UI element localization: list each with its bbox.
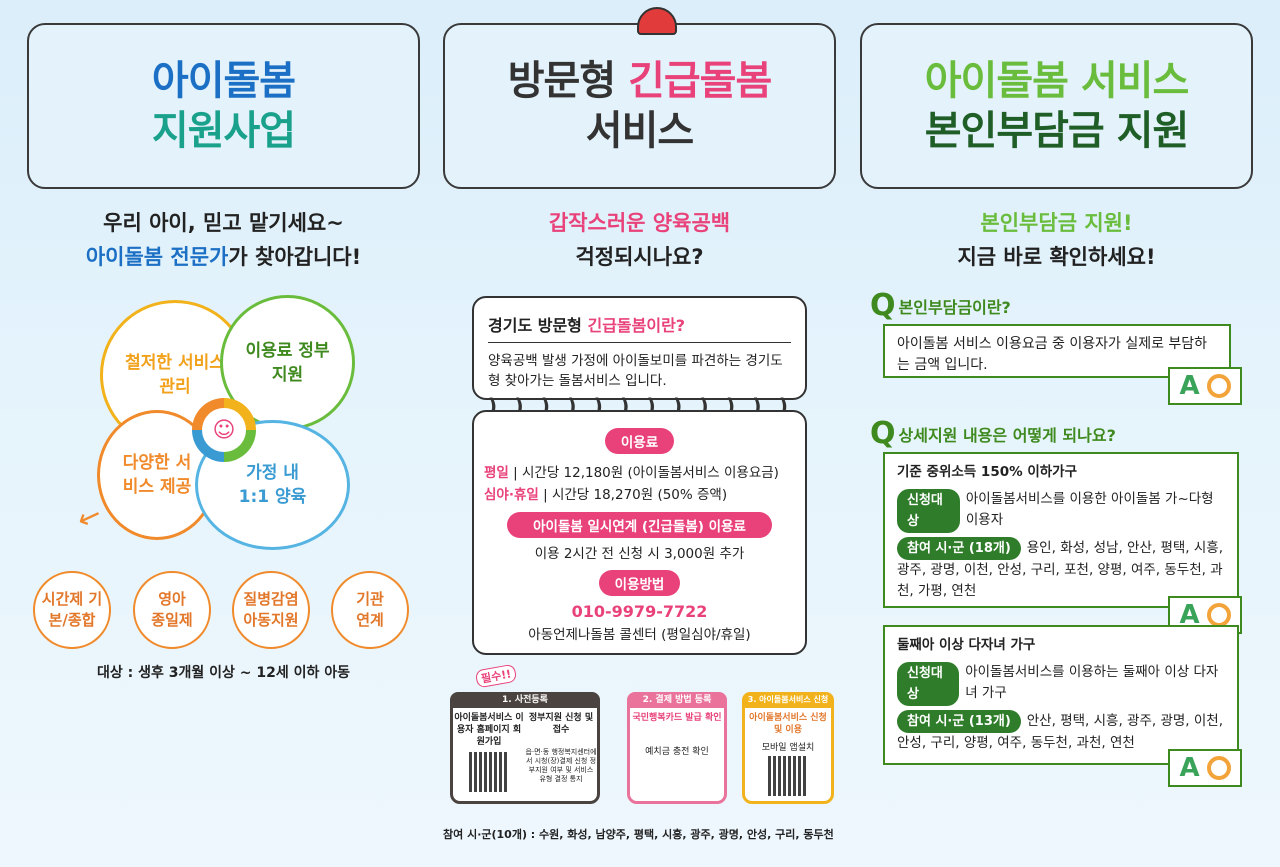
step-2-card: 2. 결제 방법 등록 국민행복카드 발급 확인 예치금 충전 확인	[627, 692, 727, 804]
answer-tag: A	[1168, 749, 1242, 787]
service-hourly: 시간제 기본/종합	[33, 571, 111, 649]
header-box-copayment: 아이돌봄 서비스 본인부담금 지원	[860, 23, 1253, 189]
arrow-down-icon: ↙	[73, 496, 107, 537]
intro-description: 양육공백 발생 가정에 아이돌보미를 파견하는 경기도형 찾아가는 돌봄서비스 …	[488, 353, 783, 389]
emergency-intro-card: 경기도 방문형 긴급돌봄이란? 양육공백 발생 가정에 아이돌보미를 파견하는 …	[472, 296, 807, 400]
smile-icon	[1206, 756, 1231, 780]
spiral-rings: ))))))))))))	[488, 394, 788, 418]
step-3-card: 3. 아이돌봄서비스 신청 아이돌봄서비스 신청 및 이용 모바일 앱설치	[742, 692, 834, 804]
qr-code-icon	[768, 756, 808, 796]
target-text: 대상 : 생후 3개월 이상 ~ 12세 이하 아동	[97, 665, 350, 681]
siren-icon	[637, 7, 677, 35]
smile-icon	[1206, 374, 1231, 398]
header-box-emergency-care: 방문형 긴급돌봄 서비스	[443, 7, 836, 189]
service-infant: 영아 종일제	[133, 571, 211, 649]
smile-logo-icon: ☺	[192, 398, 256, 462]
phone-number[interactable]: 010-9979-7722	[571, 602, 708, 621]
answer-tag: A	[1168, 367, 1242, 405]
method-label: 이용방법	[598, 570, 681, 596]
link-fee-label: 아이돌봄 일시연계 (긴급돌봄) 이용료	[507, 512, 772, 538]
fee-card: 이용료 평일 | 시간당 12,180원 (아이돌봄서비스 이용요금) 심야·휴…	[472, 410, 807, 655]
col1-subtitle: 우리 아이, 믿고 맡기세요~ 아이돌봄 전문가가 찾아갑니다!	[85, 211, 362, 269]
col3-subtitle: 본인부담금 지원! 지금 바로 확인하세요!	[957, 211, 1156, 269]
smile-icon	[1206, 603, 1231, 627]
title-line-2: 지원사업	[151, 108, 296, 154]
participating-cities-col2: 참여 시·군(10개) : 수원, 화성, 남양주, 평택, 시흥, 광주, 광…	[443, 828, 834, 841]
service-institution: 기관 연계	[331, 571, 409, 649]
qr-code-icon	[469, 752, 509, 792]
sticker-badge: 필수!!	[474, 663, 518, 689]
header-box-care-support: 아이돌봄 지원사업	[27, 23, 420, 189]
title-line-1: 아이돌봄	[151, 58, 296, 104]
service-sick-child: 질병감염 아동지원	[232, 571, 310, 649]
fee-label: 이용료	[604, 428, 675, 454]
col2-subtitle: 갑작스러운 양육공백 걱정되시나요?	[548, 211, 731, 269]
